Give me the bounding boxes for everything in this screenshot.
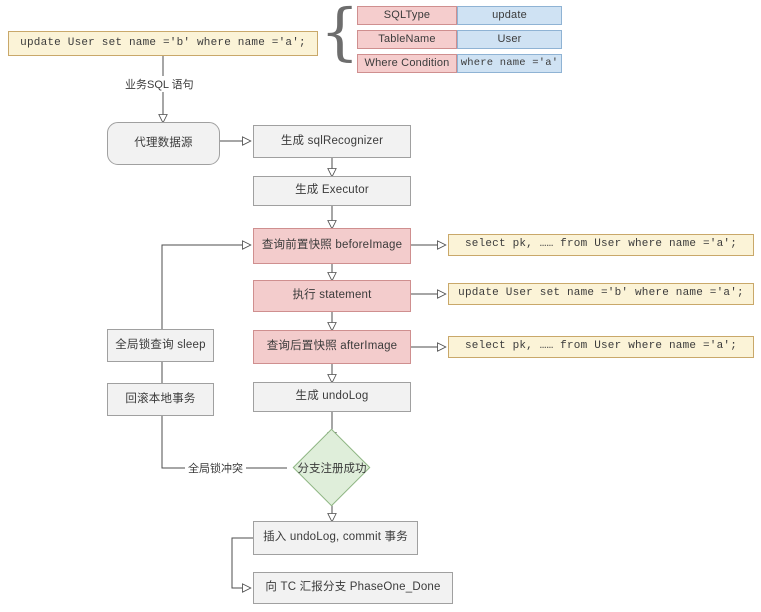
parsed-row-key: TableName — [357, 30, 457, 49]
node-before-image[interactable]: 查询前置快照 beforeImage — [253, 228, 411, 264]
curly-brace-icon: { — [320, 0, 360, 68]
node-branch-register-ok-label: 分支注册成功 — [297, 463, 367, 475]
parsed-row-key: Where Condition — [357, 54, 457, 73]
node-proxy-datasource[interactable]: 代理数据源 — [107, 122, 220, 165]
parsed-row-value: update — [457, 6, 562, 25]
node-gen-executor[interactable]: 生成 Executor — [253, 176, 411, 206]
callout-before-image-sql: select pk, …… from User where name ='a'; — [448, 234, 754, 256]
node-global-lock-sleep[interactable]: 全局锁查询 sleep — [107, 329, 214, 362]
node-after-image[interactable]: 查询后置快照 afterImage — [253, 330, 411, 364]
business-sql-text: update User set name ='b' where name ='a… — [20, 36, 306, 49]
node-rollback-local-tx[interactable]: 回滚本地事务 — [107, 383, 214, 416]
edge-label-global-lock-conflict: 全局锁冲突 — [185, 460, 246, 476]
node-exec-statement[interactable]: 执行 statement — [253, 280, 411, 312]
business-sql-box: update User set name ='b' where name ='a… — [8, 31, 318, 56]
parsed-sql-table: SQLType update TableName User Where Cond… — [357, 6, 562, 73]
callout-after-image-sql: select pk, …… from User where name ='a'; — [448, 336, 754, 358]
parsed-row-value: where name ='a' — [457, 54, 562, 73]
edge-label-business-sql: 业务SQL 语句 — [122, 76, 197, 92]
node-report-phase-one[interactable]: 向 TC 汇报分支 PhaseOne_Done — [253, 572, 453, 604]
node-gen-sql-recognizer[interactable]: 生成 sqlRecognizer — [253, 125, 411, 158]
node-gen-undolog[interactable]: 生成 undoLog — [253, 382, 411, 412]
parsed-row-key: SQLType — [357, 6, 457, 25]
node-insert-undolog-commit[interactable]: 插入 undoLog, commit 事务 — [253, 521, 418, 555]
parsed-row-value: User — [457, 30, 562, 49]
callout-statement-sql: update User set name ='b' where name ='a… — [448, 283, 754, 305]
